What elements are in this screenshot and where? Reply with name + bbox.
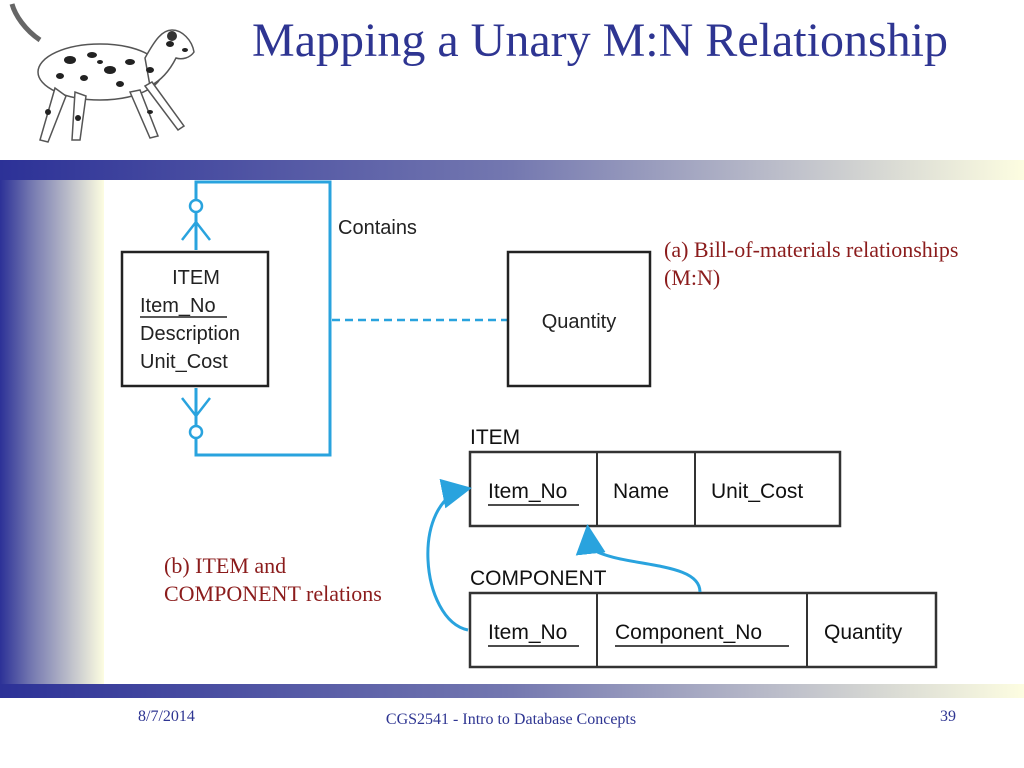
caption-b: (b) ITEM and COMPONENT relations <box>164 553 382 606</box>
crows-foot-top <box>181 198 211 250</box>
component-col-item-no: Item_No <box>488 621 567 644</box>
item-attr-unit-cost: Unit_Cost <box>140 351 228 373</box>
fk-arrow-item-no <box>426 478 472 632</box>
item-attr-item-no: Item_No <box>140 295 216 317</box>
component-relation-table <box>468 591 938 669</box>
dalmatian-dog-logo <box>9 3 195 143</box>
bottom-gradient-band <box>0 684 1024 698</box>
item-col-name: Name <box>613 480 669 503</box>
item-col-unit-cost: Unit_Cost <box>711 480 803 503</box>
item-relation-table <box>468 450 842 528</box>
footer-page-number: 39 <box>940 708 956 725</box>
caption-a: (a) Bill-of-materials relationships (M:N… <box>664 237 959 290</box>
item-attr-description: Description <box>140 323 240 345</box>
diagram-canvas: ITEM Item_No Description Unit_Cost Conta… <box>120 180 938 669</box>
quantity-attribute-box <box>506 250 652 388</box>
crows-foot-bottom <box>181 388 211 440</box>
component-col-component-no: Component_No <box>615 621 762 644</box>
relations-diagram: ITEM Item_No Name Unit_Cost COMPONENT It… <box>426 426 938 669</box>
item-col-item-no: Item_No <box>488 480 567 503</box>
quantity-attribute-label: Quantity <box>542 311 616 333</box>
item-relation-name: ITEM <box>470 426 520 449</box>
relationship-loop-line <box>194 180 332 457</box>
item-entity-name: ITEM <box>172 267 220 289</box>
relationship-label: Contains <box>338 217 417 239</box>
component-col-quantity: Quantity <box>824 621 903 644</box>
slide-title: Mapping a Unary M:N Relationship <box>252 14 948 67</box>
footer-course: CGS2541 - Intro to Database Concepts <box>385 711 637 728</box>
top-gradient-band <box>0 160 1024 180</box>
footer-date: 8/7/2014 <box>138 708 195 725</box>
left-gradient-band <box>0 180 104 684</box>
item-entity-box <box>120 250 270 388</box>
fk-arrow-component-no <box>575 524 702 593</box>
erd-diagram: ITEM Item_No Description Unit_Cost Conta… <box>120 180 652 457</box>
component-relation-name: COMPONENT <box>470 567 607 590</box>
